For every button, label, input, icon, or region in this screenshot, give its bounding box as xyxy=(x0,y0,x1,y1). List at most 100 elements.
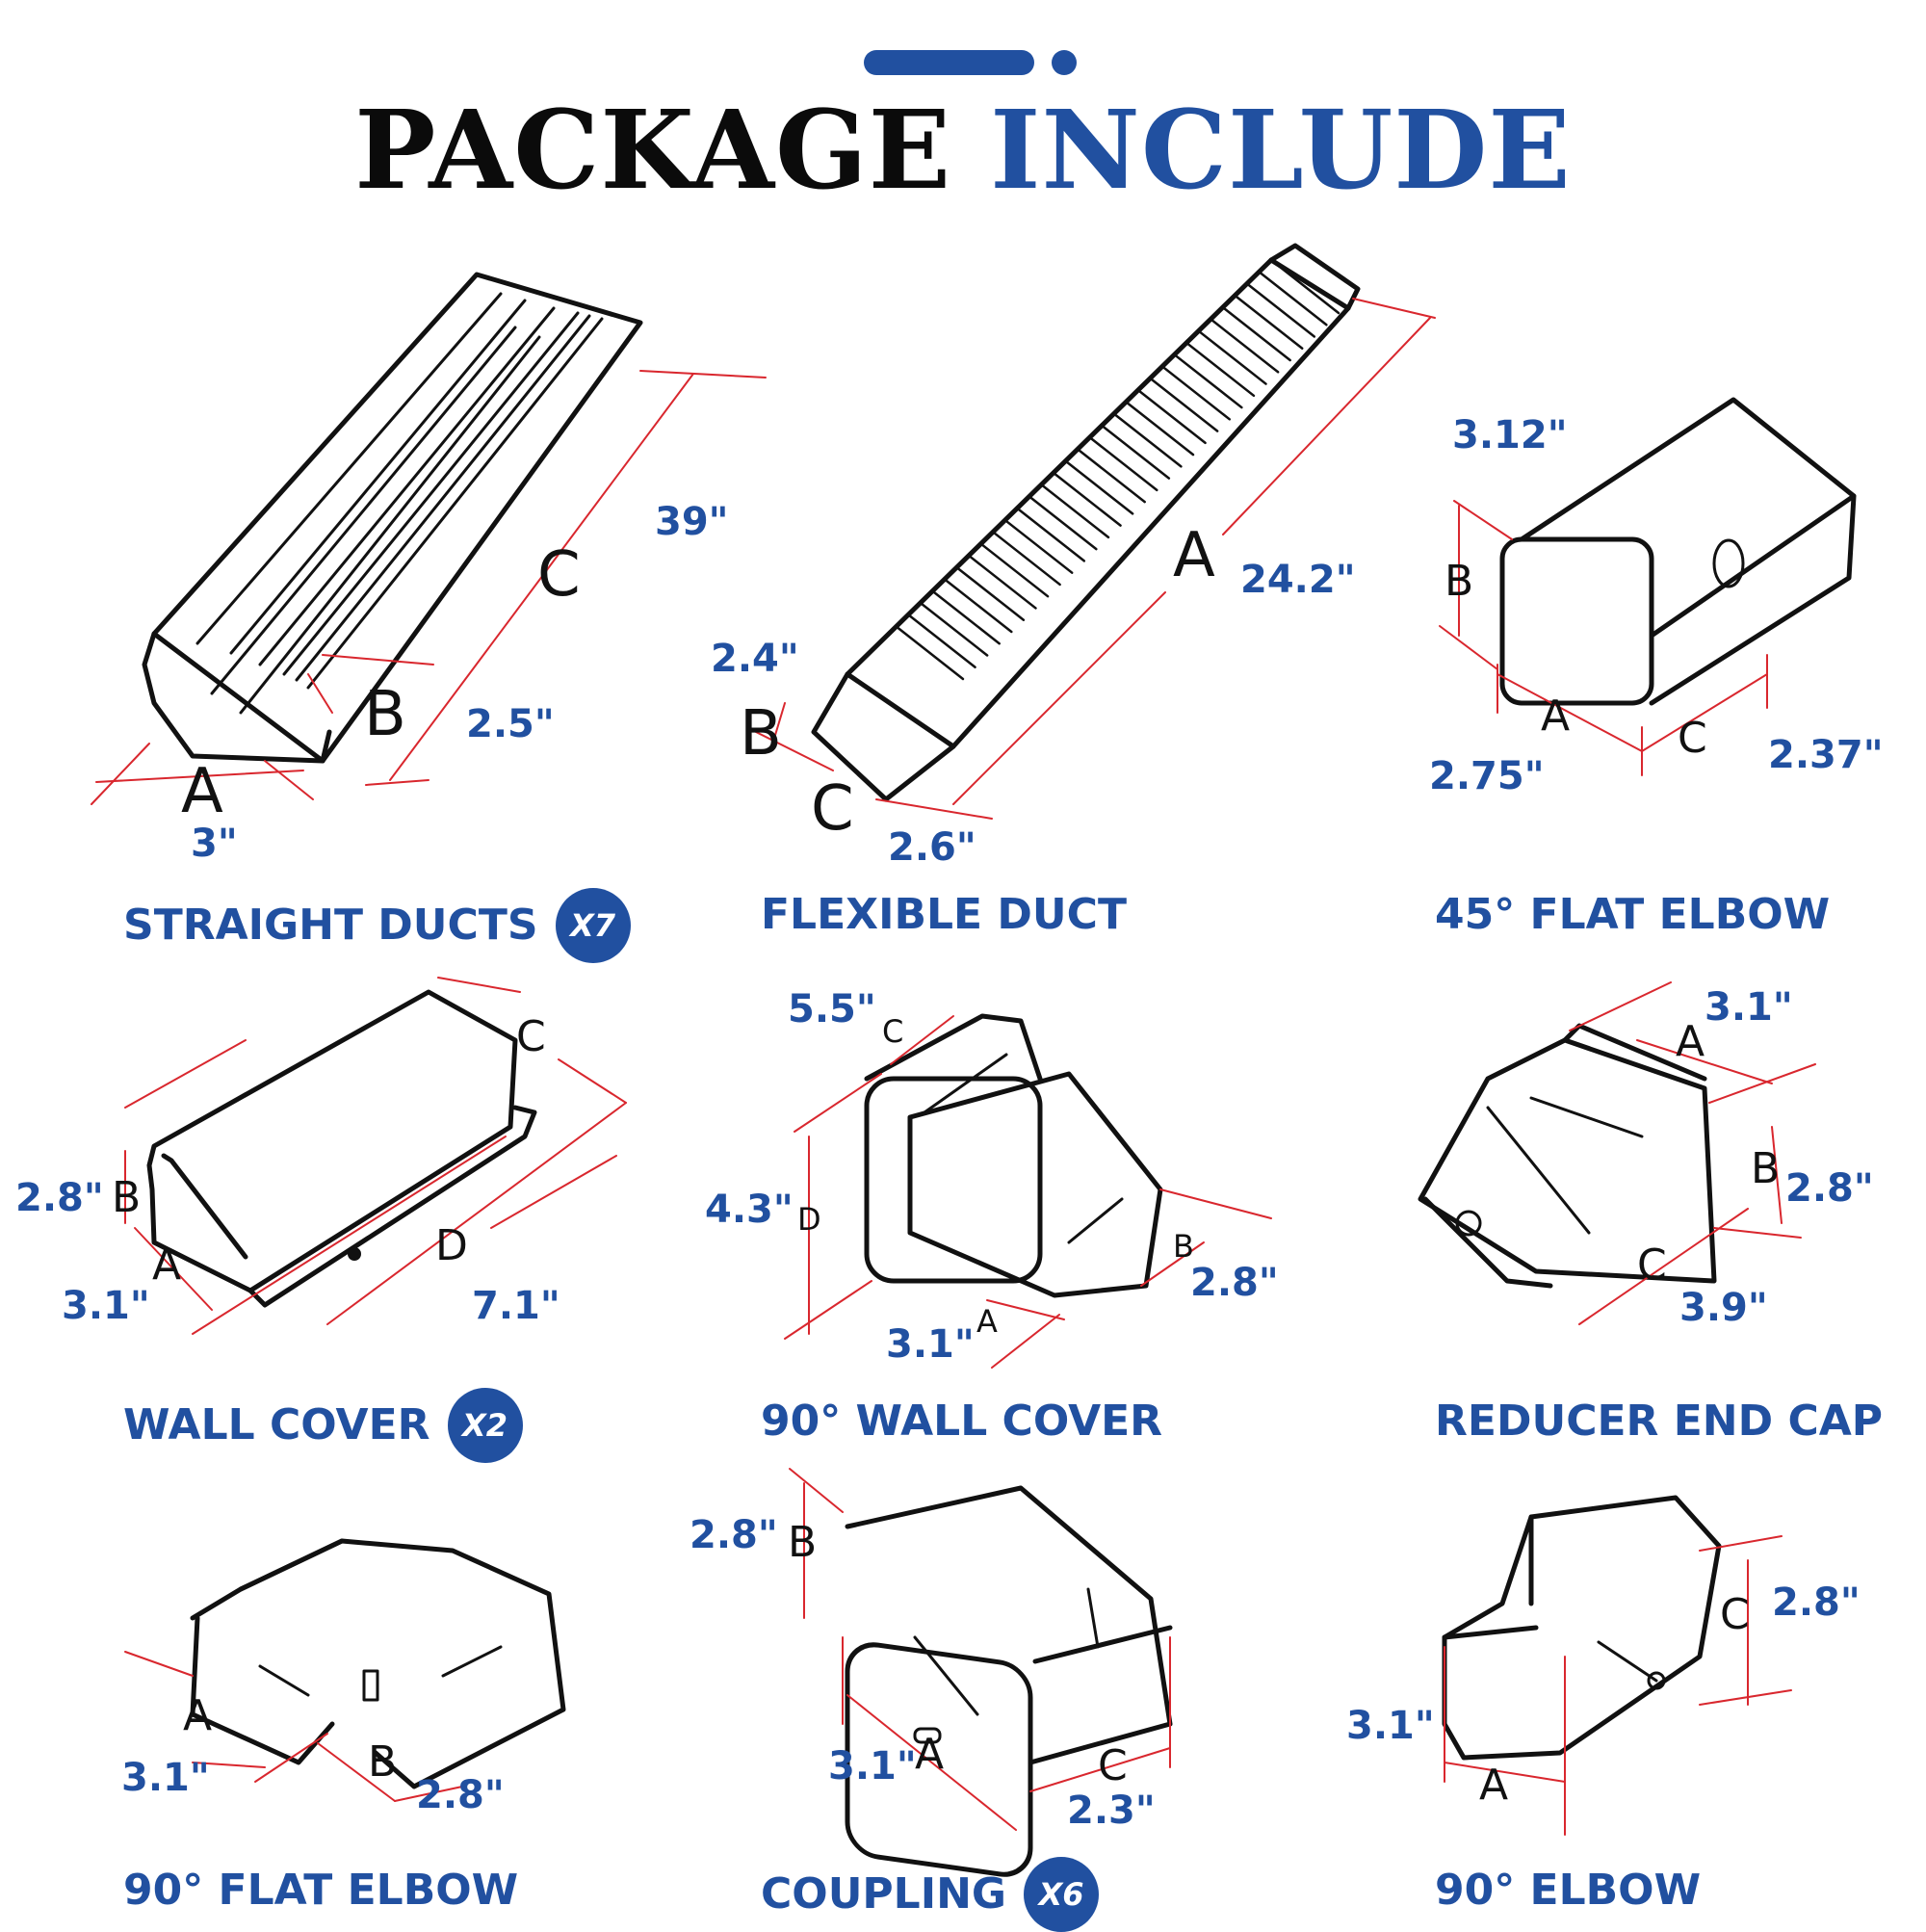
label-text: STRAIGHT DUCTS xyxy=(123,901,538,950)
title-word-include: INCLUDE xyxy=(990,88,1572,214)
letter-45-b: B xyxy=(1444,557,1474,606)
label-text: 90° FLAT ELBOW xyxy=(123,1866,519,1915)
dim-flex-c: 2.6" xyxy=(888,825,976,870)
duct-rib xyxy=(918,601,989,657)
duct-rib xyxy=(1245,282,1316,338)
letter-90wall-b: B xyxy=(1173,1228,1194,1265)
quantity-badge: X2 xyxy=(447,1388,523,1463)
duct-rib xyxy=(1160,365,1232,421)
item-label-90-elbow: 90° ELBOW xyxy=(1435,1864,1701,1918)
item-label-reducer-end-cap: REDUCER END CAP xyxy=(1435,1395,1883,1449)
wall-cover-drawing xyxy=(124,977,627,1335)
dim-45-a: 2.75" xyxy=(1429,754,1545,798)
dim-90flat-a: 3.1" xyxy=(121,1756,210,1800)
dim-90wall-c: 5.5" xyxy=(788,987,876,1031)
dim-90wall-d: 4.3" xyxy=(705,1188,794,1232)
letter-coupling-c: C xyxy=(1098,1741,1128,1790)
duct-rib xyxy=(954,565,1026,621)
letter-straight-c: C xyxy=(537,539,581,611)
duct-rib xyxy=(1028,494,1098,551)
duct-rib xyxy=(1209,318,1280,374)
quantity-badge: X7 xyxy=(555,888,631,963)
item-label-90-flat-elbow: 90° FLAT ELBOW xyxy=(123,1864,518,1918)
label-text: 45° FLAT ELBOW xyxy=(1435,890,1831,939)
header-accent-bar xyxy=(864,50,1034,75)
straight-duct-drawing xyxy=(91,272,767,805)
duct-rib xyxy=(1173,352,1243,409)
letter-45-a: A xyxy=(1541,692,1571,741)
dim-90elbow-a: 3.1" xyxy=(1346,1704,1435,1748)
dim-coupling-a: 3.1" xyxy=(828,1744,917,1788)
reducer-end-cap-drawing xyxy=(1418,981,1816,1325)
dim-wall-a: 3.1" xyxy=(62,1284,150,1328)
dim-45-b: 3.12" xyxy=(1452,413,1568,457)
letter-wall-c: C xyxy=(516,1012,546,1061)
duct-rib xyxy=(1136,388,1207,445)
letter-coupling-b: B xyxy=(788,1518,818,1567)
duct-rib xyxy=(1076,447,1146,504)
duct-rib xyxy=(906,613,976,668)
45-flat-elbow-drawing xyxy=(1439,397,1857,776)
letter-reducer-a: A xyxy=(1676,1017,1705,1066)
letter-flex-b: B xyxy=(740,698,782,770)
letter-90flat-b: B xyxy=(368,1737,398,1787)
duct-rib xyxy=(1002,518,1074,574)
dim-straight-a: 3" xyxy=(191,822,238,866)
duct-rib xyxy=(1221,305,1291,362)
dim-reducer-a: 3.1" xyxy=(1705,985,1793,1030)
label-text: REDUCER END CAP xyxy=(1435,1397,1884,1446)
dim-flex-a: 24.2" xyxy=(1240,558,1356,602)
duct-rib xyxy=(1184,341,1256,398)
label-text: FLEXIBLE DUCT xyxy=(761,890,1127,939)
item-label-90-wall-cover: 90° WALL COVER xyxy=(761,1395,1162,1449)
dim-flex-b: 2.4" xyxy=(711,637,799,681)
duct-rib xyxy=(1124,400,1195,457)
quantity-badge: X6 xyxy=(1024,1857,1100,1932)
duct-rib xyxy=(991,530,1061,587)
letter-90flat-a: A xyxy=(183,1691,213,1740)
dim-wall-b: 2.8" xyxy=(15,1176,104,1220)
letter-90wall-a: A xyxy=(976,1303,998,1340)
90-wall-cover-drawing xyxy=(784,1013,1272,1369)
dim-coupling-b: 2.8" xyxy=(690,1513,778,1557)
dim-90flat-b: 2.8" xyxy=(416,1773,505,1817)
flexible-duct-drawing xyxy=(755,243,1436,820)
dim-reducer-c: 3.9" xyxy=(1679,1286,1768,1330)
letter-90wall-d: D xyxy=(797,1201,821,1238)
dim-90wall-a: 3.1" xyxy=(886,1322,975,1367)
page-title: PACKAGE INCLUDE xyxy=(0,89,1926,214)
duct-rib xyxy=(1088,435,1158,492)
90-elbow-drawing xyxy=(1442,1495,1792,1836)
duct-rib xyxy=(943,577,1013,634)
duct-rib xyxy=(1039,483,1110,539)
letter-straight-a: A xyxy=(181,756,223,827)
dim-reducer-b: 2.8" xyxy=(1785,1166,1874,1211)
item-label-flexible-duct: FLEXIBLE DUCT xyxy=(761,888,1127,942)
duct-rib xyxy=(1234,294,1304,351)
duct-rib xyxy=(1100,424,1171,480)
label-text: 90° ELBOW xyxy=(1435,1866,1702,1915)
letter-wall-a: A xyxy=(152,1240,182,1290)
letter-flex-c: C xyxy=(811,773,854,845)
duct-rib xyxy=(1112,412,1183,468)
letter-flex-a: A xyxy=(1173,520,1215,591)
letter-coupling-a: A xyxy=(915,1730,945,1779)
90-flat-elbow-drawing xyxy=(124,1538,566,1802)
duct-rib xyxy=(1015,507,1086,562)
letter-90wall-c: C xyxy=(882,1013,904,1050)
duct-rib xyxy=(978,541,1050,598)
duct-rib xyxy=(1063,459,1134,515)
item-label-straight-ducts: STRAIGHT DUCTS X7 xyxy=(123,888,631,963)
letter-90elbow-a: A xyxy=(1479,1761,1509,1810)
dim-straight-b: 2.5" xyxy=(466,702,555,746)
duct-rib xyxy=(930,588,1001,645)
title-word-package: PACKAGE xyxy=(354,88,952,214)
duct-rib xyxy=(894,624,965,681)
header-accent-dot xyxy=(1052,50,1077,75)
item-label-45-flat-elbow: 45° FLAT ELBOW xyxy=(1435,888,1830,942)
letter-90elbow-c: C xyxy=(1720,1590,1750,1639)
duct-rib xyxy=(1148,377,1219,432)
letter-45-c: C xyxy=(1678,714,1707,763)
